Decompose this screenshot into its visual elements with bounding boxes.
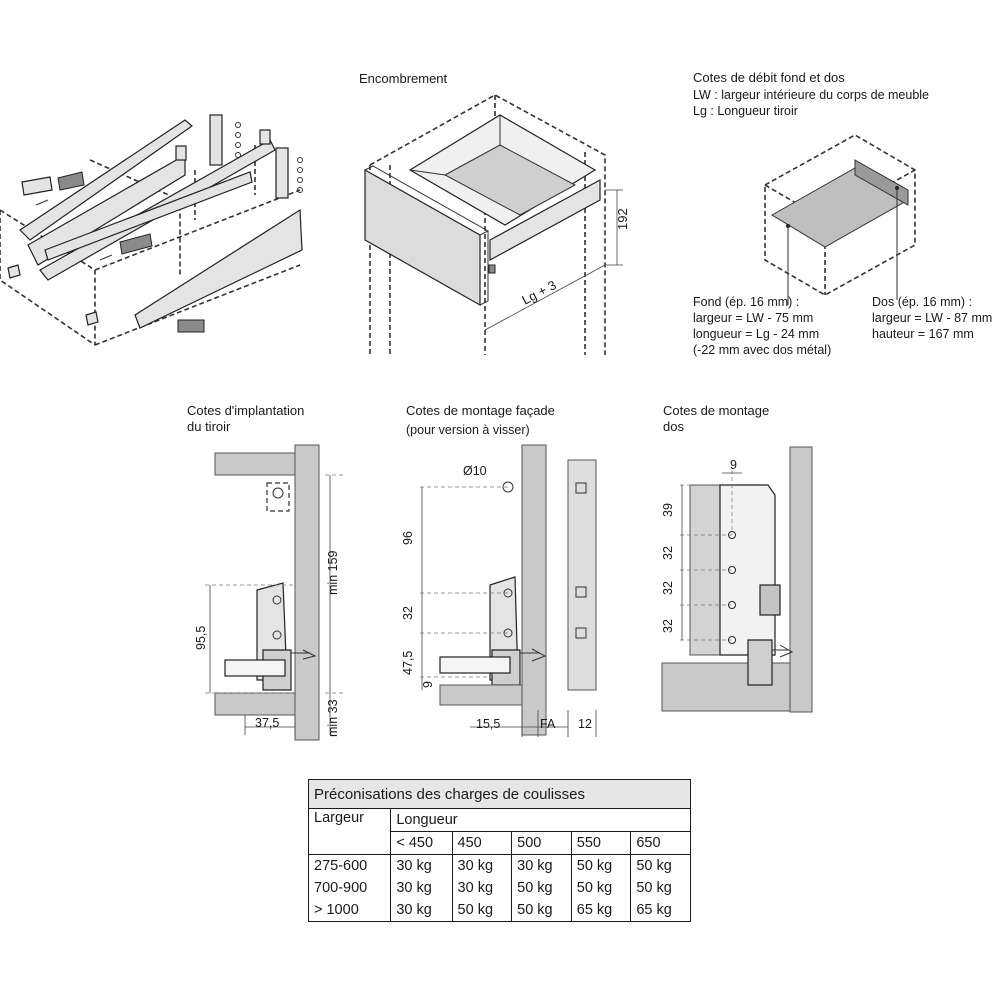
length-header: 650 (630, 831, 691, 855)
facade-title: Cotes de montage façade (406, 403, 555, 418)
dim-min-33: min 33 (326, 699, 340, 737)
dos-spec-line: Dos (ép. 16 mm) : (872, 295, 973, 309)
dos-montage-title: Cotes de montage dos (663, 403, 769, 435)
load-cell: 50 kg (570, 854, 632, 877)
fond-spec-line: longueur = Lg - 24 mm (693, 327, 820, 341)
fond-spec-line: largeur = LW - 75 mm (693, 311, 814, 325)
load-cell: 50 kg (511, 877, 572, 899)
dos-montage-title-line: Cotes de montage (663, 403, 770, 418)
width-cell: 275-600 (307, 854, 392, 877)
encombrement-title: Encombrement (359, 71, 448, 86)
table-row: 275-600 30 kg 30 kg 30 kg 50 kg 50 kg (307, 854, 691, 877)
dim-min-159: min 159 (326, 550, 340, 595)
width-cell: 700-900 (307, 877, 392, 899)
load-cell: 65 kg (570, 899, 632, 922)
encombrement-drawing: 192 Lg + 3 (364, 94, 630, 355)
dos-spec-line: largeur = LW - 87 mm (872, 311, 993, 325)
length-header: < 450 (390, 831, 453, 855)
table-row: > 1000 30 kg 50 kg 50 kg 65 kg 65 kg (307, 899, 691, 922)
load-cell: 30 kg (451, 854, 513, 877)
load-cell: 30 kg (390, 854, 453, 877)
implantation-title-line: du tiroir (187, 419, 231, 434)
implantation-title-line: Cotes d'implantation (187, 403, 305, 418)
cotes-debit-title: Cotes de débit fond et dos (693, 70, 845, 85)
facade-drawing: Ø10 96 32 47,5 9 15,5 FA 12 (401, 444, 597, 737)
dim-dia-10: Ø10 (463, 464, 487, 478)
length-header: 500 (511, 831, 572, 855)
dim-39: 39 (661, 503, 675, 517)
dim-12: 12 (578, 717, 592, 731)
load-cell: 65 kg (630, 899, 691, 922)
dim-32-a: 32 (661, 546, 675, 560)
table-row: 700-900 30 kg 30 kg 50 kg 50 kg 50 kg (307, 877, 691, 899)
fond-spec-line: Fond (ép. 16 mm) : (693, 295, 800, 309)
length-header: 450 (451, 831, 513, 855)
header-largeur: Largeur (307, 808, 392, 855)
length-lg3-label: Lg + 3 (519, 277, 558, 307)
load-table-caption: Préconisations des charges de coulisses (308, 779, 691, 809)
dim-9: 9 (421, 681, 435, 688)
dim-47-5: 47,5 (401, 651, 415, 675)
dos-montage-drawing: 9 39 32 32 32 (661, 446, 813, 713)
dim-32-c: 32 (661, 619, 675, 633)
load-cell: 50 kg (630, 877, 691, 899)
fond-spec-line: (-22 mm avec dos métal) (693, 343, 832, 357)
dim-32: 32 (401, 606, 415, 620)
exploded-drawer-assembly (0, 114, 303, 346)
length-header: 550 (570, 831, 632, 855)
dim-95-5: 95,5 (194, 626, 208, 650)
facade-subtitle: (pour version à visser) (406, 423, 530, 437)
dim-96: 96 (401, 531, 415, 545)
load-cell: 30 kg (390, 877, 453, 899)
dos-spec: Dos (ép. 16 mm) : largeur = LW - 87 mm h… (872, 294, 992, 342)
dim-32-b: 32 (661, 581, 675, 595)
implantation-title: Cotes d'implantation du tiroir (187, 403, 304, 435)
implantation-drawing: 95,5 min 159 min 33 37,5 (194, 444, 345, 741)
load-cell: 30 kg (451, 877, 513, 899)
dos-spec-line: hauteur = 167 mm (872, 327, 974, 341)
load-cell: 50 kg (451, 899, 513, 922)
lg-definition: Lg : Longueur tiroir (693, 104, 798, 118)
height-192-label: 192 (615, 208, 630, 230)
load-cell: 50 kg (570, 877, 632, 899)
load-table: Préconisations des charges de coulisses … (307, 779, 691, 922)
load-cell: 50 kg (630, 854, 691, 877)
dim-15-5: 15,5 (476, 717, 500, 731)
dim-37-5: 37,5 (255, 716, 279, 730)
header-longueur: Longueur (390, 808, 691, 832)
load-cell: 50 kg (511, 899, 572, 922)
load-cell: 30 kg (390, 899, 453, 922)
lw-definition: LW : largeur intérieure du corps de meub… (693, 88, 929, 102)
dos-montage-title-line: dos (663, 419, 684, 434)
load-cell: 30 kg (511, 854, 572, 877)
width-cell: > 1000 (307, 899, 392, 922)
cotes-debit-drawing (764, 134, 916, 305)
dim-fa: FA (540, 717, 556, 731)
fond-spec: Fond (ép. 16 mm) : largeur = LW - 75 mm … (693, 294, 831, 358)
dim-top-9: 9 (730, 458, 737, 472)
